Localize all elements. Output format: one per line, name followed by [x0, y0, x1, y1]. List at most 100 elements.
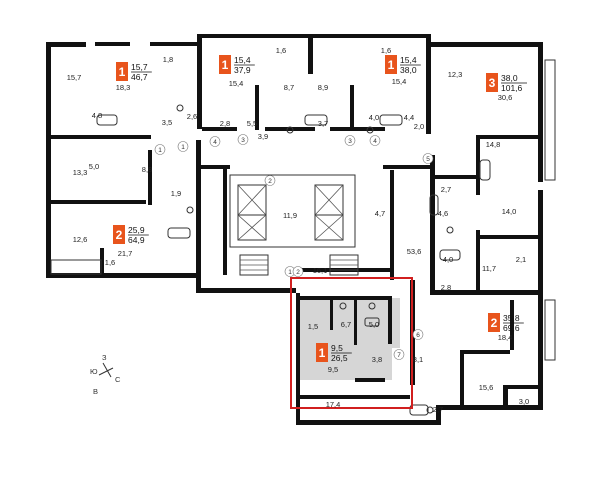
room-area: 1,6 [276, 46, 286, 55]
interior-lines [50, 59, 556, 416]
room-area: 8,7 [284, 83, 294, 92]
total-area: 38,0 [400, 65, 417, 75]
room-area: 14,8 [486, 140, 501, 149]
total-area: 64,9 [128, 235, 145, 245]
room-area: 2,8 [220, 119, 230, 128]
door-number: 3 [348, 138, 352, 145]
door-number: 7 [397, 352, 401, 359]
room-area: 4,7 [375, 209, 385, 218]
room-area: 11,7 [482, 264, 496, 273]
room-area: 5,0 [89, 162, 99, 171]
compass-north: З [102, 353, 107, 362]
living-area: 15,7 [131, 62, 148, 72]
door-number: 1 [181, 144, 185, 151]
door-number: 5 [426, 156, 430, 163]
door-marker [154, 144, 166, 155]
room-area: 4,0 [443, 255, 453, 264]
room-area: 3,9 [258, 132, 268, 141]
room-area: 4,6 [438, 209, 448, 218]
room-area: 3,5 [162, 118, 172, 127]
compass: З Ю С В [90, 353, 121, 396]
living-area: 9,5 [331, 343, 343, 353]
door-number: 1 [158, 147, 162, 154]
room-area: 15,6 [479, 383, 494, 392]
room-area: 8,1 [413, 355, 423, 364]
rooms-count: 1 [222, 58, 229, 72]
room-area: 16,1 [313, 266, 328, 275]
door-number: 6 [416, 332, 420, 339]
door-number: 4 [213, 139, 217, 146]
room-area: 15,7 [67, 73, 82, 82]
door-number: 3 [241, 137, 245, 144]
room-area: 3,0 [519, 397, 529, 406]
rooms-count: 1 [319, 346, 326, 360]
room-area: 1,8 [163, 55, 173, 64]
total-area: 46,7 [131, 72, 148, 82]
room-area: 30,6 [498, 93, 513, 102]
selected-apartment[interactable] [290, 277, 413, 409]
rooms-count-box [116, 62, 128, 81]
door-marker [344, 135, 356, 146]
door-marker [264, 175, 276, 186]
room-area: 3,8 [372, 355, 382, 364]
room-area: 8,9 [318, 83, 328, 92]
rooms-count-box [385, 55, 397, 74]
room-area: 2,1 [516, 255, 526, 264]
rooms-count: 2 [116, 228, 123, 242]
selected-highlight-frame [290, 277, 413, 409]
room-area: 1,9 [171, 189, 181, 198]
total-area: 26,5 [331, 353, 348, 363]
room-area: 2,7 [433, 405, 443, 414]
rooms-count: 2 [491, 316, 498, 330]
door-number: 2 [296, 269, 300, 276]
door-marker [292, 266, 304, 277]
compass-west: Ю [90, 367, 98, 376]
room-area: 6,7 [341, 320, 351, 329]
total-area: 101,6 [501, 83, 523, 93]
rooms-count-box [316, 343, 328, 362]
rooms-count-box [219, 55, 231, 74]
room-area: 14,0 [502, 207, 517, 216]
door-number: 1 [288, 269, 292, 276]
room-area: 18,4 [498, 333, 513, 342]
room-area: 1,5 [308, 322, 318, 331]
door-marker [412, 329, 424, 340]
compass-east: С [115, 375, 121, 384]
room-area: 4,4 [404, 113, 414, 122]
door-marker [422, 153, 434, 164]
room-area: 2,7 [441, 185, 451, 194]
door-marker [369, 135, 381, 146]
room-area: 1,6 [105, 258, 115, 267]
door-marker [393, 349, 405, 360]
room-area: 3,7 [318, 119, 328, 128]
apartment-badge-apt-selected: 1 9,526,5 [316, 343, 352, 363]
room-area: 12,6 [73, 235, 88, 244]
room-area: 2,6 [187, 112, 197, 121]
rooms-count: 3 [489, 76, 496, 90]
room-area: 4,8 [92, 111, 102, 120]
rooms-count-box [486, 73, 498, 92]
room-area: 9,5 [328, 365, 338, 374]
room-area: 5,0 [369, 320, 379, 329]
total-area: 37,9 [234, 65, 251, 75]
living-area: 25,9 [128, 225, 145, 235]
door-number: 4 [373, 138, 377, 145]
room-area: 17,4 [326, 400, 341, 409]
total-area: 69,6 [503, 323, 520, 333]
compass-south: В [93, 387, 98, 396]
room-area: 2,8 [441, 283, 451, 292]
walls [46, 34, 543, 425]
room-area: 15,4 [229, 79, 244, 88]
room-area: 1,6 [381, 46, 391, 55]
room-area: 5,5 [247, 119, 257, 128]
living-area: 38,0 [501, 73, 518, 83]
room-area: 4,0 [369, 113, 379, 122]
door-marker [209, 136, 221, 147]
